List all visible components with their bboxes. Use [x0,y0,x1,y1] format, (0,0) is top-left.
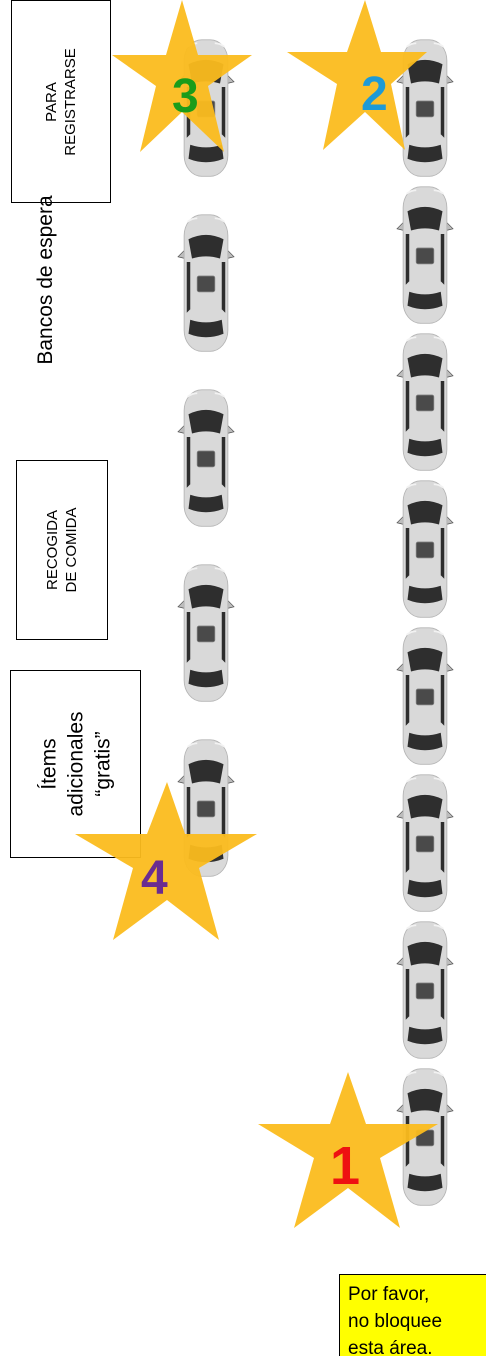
notice-line-2: no bloquee [348,1311,443,1332]
car [396,920,454,1060]
waiting-benches-label-area: Bancos de espera [22,195,70,364]
car [177,563,235,703]
food-pickup-label: RECOGIDA DE COMIDA [44,507,80,593]
car [177,213,235,353]
notice-line-3: esta área. [348,1338,433,1356]
waiting-benches-label: Bancos de espera [34,195,57,365]
car [177,388,235,528]
registration-label: PARA REGISTRARSE [43,47,79,156]
star-number-1: 1 [330,1136,360,1196]
star-icon-3: 3 [112,0,252,152]
car [396,626,454,766]
do-not-block-notice: Por favor, no bloquee esta área. [339,1274,486,1356]
extra-items-box: Ítems adicionales “gratis” [10,670,141,858]
food-pickup-box: RECOGIDA DE COMIDA [16,460,108,640]
star-icon-1: 1 [258,1072,438,1228]
car [396,332,454,472]
star-number-2: 2 [361,68,388,121]
car [396,479,454,619]
star-icon-4: 4 [75,782,257,940]
car [396,773,454,913]
notice-line-1: Por favor, [348,1284,430,1305]
star-number-3: 3 [172,70,199,123]
registration-box: PARA REGISTRARSE [11,0,111,203]
star-number-4: 4 [141,852,168,905]
car [396,185,454,325]
star-icon-2: 2 [287,0,427,150]
